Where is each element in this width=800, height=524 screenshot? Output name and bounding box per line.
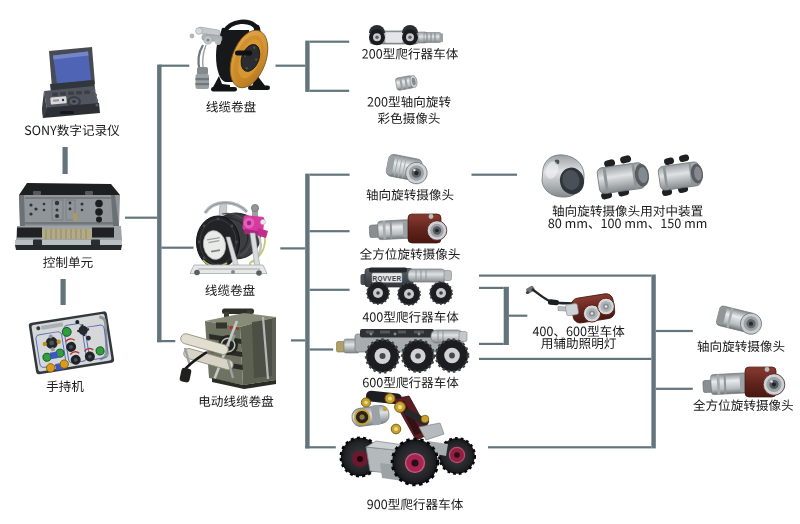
svg-text:ROVVER: ROVVER	[373, 275, 402, 282]
